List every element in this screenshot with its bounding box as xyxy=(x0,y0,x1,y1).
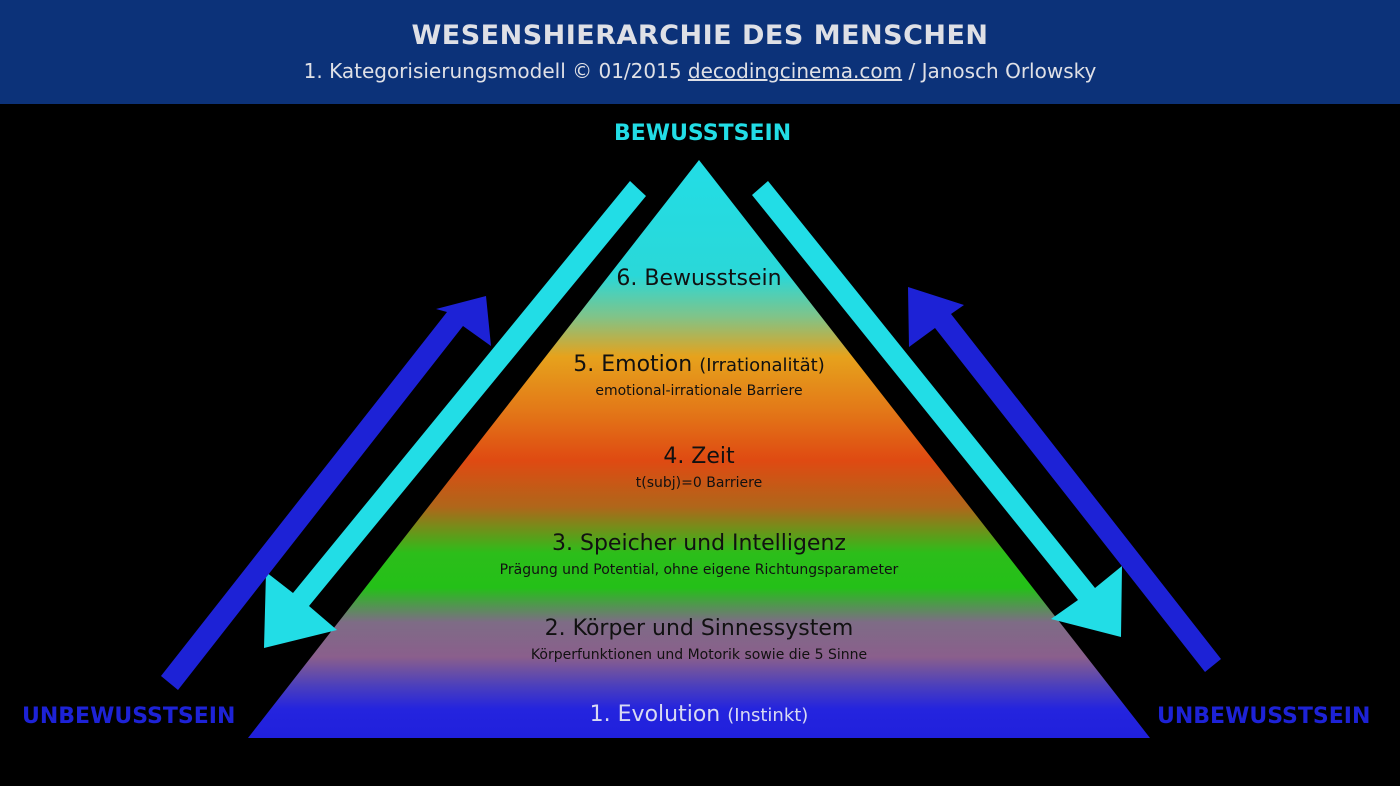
right-cyan-arrow xyxy=(752,181,1122,637)
level-1: 1. Evolution (Instinkt) xyxy=(449,702,949,727)
level-5-paren: (Irrationalität) xyxy=(699,355,825,376)
pyramid xyxy=(248,160,1150,738)
header: WESENSHIERARCHIE DES MENSCHEN 1. Kategor… xyxy=(0,0,1400,104)
right-blue-arrow xyxy=(908,287,1221,672)
level-5: 5. Emotion (Irrationalität) emotional-ir… xyxy=(449,352,949,399)
subtitle-prefix: 1. Kategorisierungsmodell © 01/2015 xyxy=(303,59,688,83)
level-2-title: 2. Körper und Sinnessystem xyxy=(544,616,854,641)
level-3-subtitle: Prägung und Potential, ohne eigene Richt… xyxy=(499,562,899,578)
level-1-title: 1. Evolution xyxy=(589,702,728,727)
level-5-title: 5. Emotion xyxy=(573,352,700,377)
label-unbewusstsein-right: UNBEWUSSTSEIN xyxy=(1157,704,1371,729)
level-2: 2. Körper und Sinnessystem Körperfunktio… xyxy=(399,616,999,663)
level-5-subtitle: emotional-irrationale Barriere xyxy=(595,383,803,399)
subtitle-suffix: / Janosch Orlowsky xyxy=(902,59,1097,83)
level-4-subtitle: t(subj)=0 Barriere xyxy=(635,475,763,491)
level-4: 4. Zeit t(subj)=0 Barriere xyxy=(449,444,949,491)
page-subtitle: 1. Kategorisierungsmodell © 01/2015 deco… xyxy=(0,59,1400,83)
level-6-title: 6. Bewusstsein xyxy=(616,266,782,291)
left-cyan-arrow xyxy=(264,181,646,648)
level-1-paren: (Instinkt) xyxy=(727,705,809,726)
page-title: WESENSHIERARCHIE DES MENSCHEN xyxy=(411,20,989,51)
source-link[interactable]: decodingcinema.com xyxy=(687,59,903,83)
level-3-title: 3. Speicher und Intelligenz xyxy=(552,531,846,556)
level-4-title: 4. Zeit xyxy=(663,444,735,469)
label-unbewusstsein-left: UNBEWUSSTSEIN xyxy=(22,704,236,729)
left-blue-arrow xyxy=(161,296,491,690)
label-bewusstsein: BEWUSSTSEIN xyxy=(614,121,792,146)
level-3: 3. Speicher und Intelligenz Prägung und … xyxy=(399,531,999,578)
level-2-subtitle: Körperfunktionen und Motorik sowie die 5… xyxy=(530,647,868,663)
level-6: 6. Bewusstsein xyxy=(499,266,899,291)
